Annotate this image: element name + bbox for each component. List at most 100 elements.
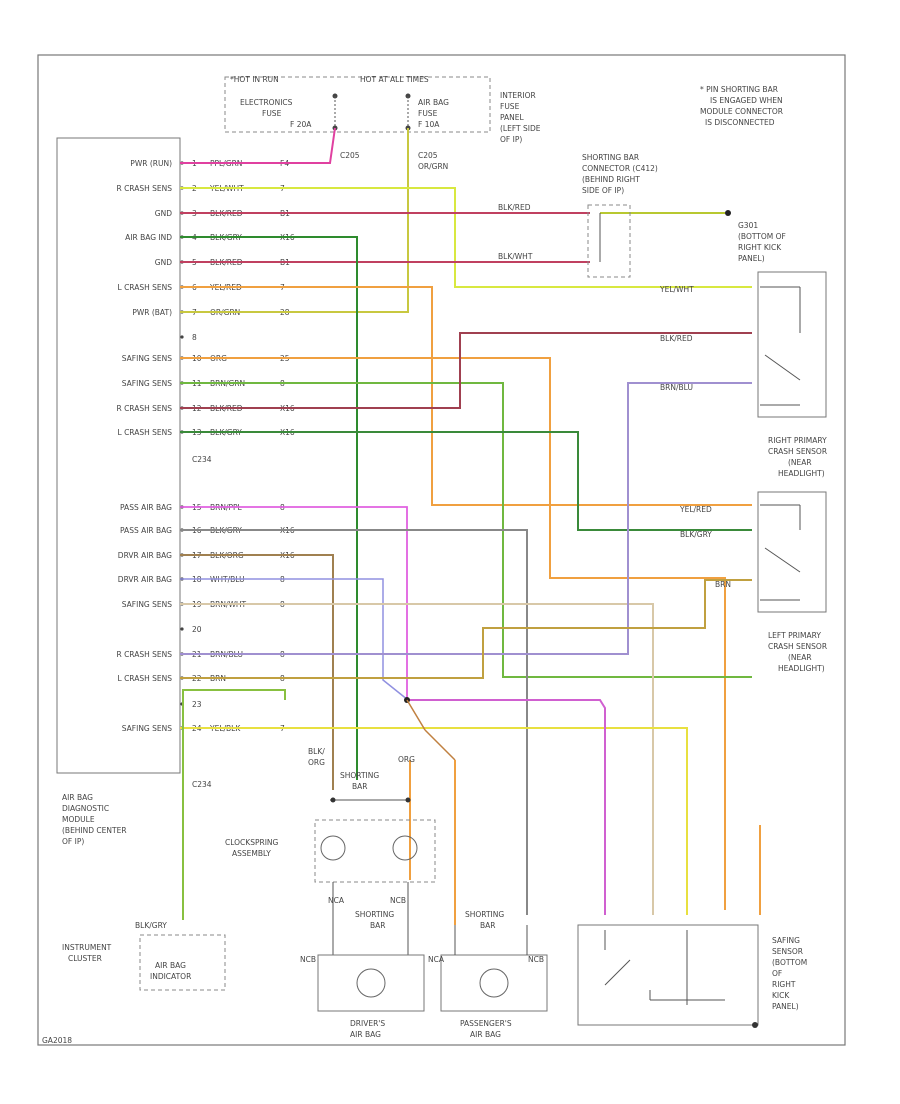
pin-label: R CRASH SENS xyxy=(116,404,172,413)
sensor-switch xyxy=(764,547,801,573)
pin-label: PASS AIR BAG xyxy=(120,526,172,535)
pin-label: GND xyxy=(155,209,172,218)
blk-wht-label: BLK/WHT xyxy=(498,252,533,261)
left-primary-crash-sensor-box xyxy=(757,491,827,613)
nca-1: NCA xyxy=(328,896,345,905)
c205-wire-label: OR/GRN xyxy=(418,162,448,171)
diagram-frame xyxy=(37,54,846,1046)
wire-drvr-air-bag-2 xyxy=(180,578,409,701)
pin-label: L CRASH SENS xyxy=(118,428,173,437)
wire-r-crash-sens-3 xyxy=(180,382,752,655)
pass-shorting-1: SHORTING xyxy=(465,910,504,919)
interior-fuse-panel-4: (LEFT SIDE xyxy=(500,124,541,133)
instrument-cluster-box xyxy=(139,934,226,991)
wire-label-r3: BRN/BLU xyxy=(660,383,693,392)
hot-at-all-times-label: HOT AT ALL TIMES xyxy=(360,75,429,84)
safing-7: PANEL) xyxy=(772,1002,799,1011)
note-line-3: MODULE CONNECTOR xyxy=(700,107,783,116)
ncb-1: NCB xyxy=(390,896,406,905)
footer-code: GA2018 xyxy=(42,1036,72,1045)
driver-air-bag-box xyxy=(317,954,425,1012)
blk-org-1: BLK/ xyxy=(308,747,325,756)
driver-air-bag-squib xyxy=(356,968,386,998)
drvr-shorting-1: SHORTING xyxy=(355,910,394,919)
wire-splice-branch xyxy=(424,729,456,761)
module-name-1: AIR BAG xyxy=(62,793,93,802)
air-bag-fuse-label-2: FUSE xyxy=(418,109,438,118)
pin-label: SAFING SENS xyxy=(122,600,172,609)
c234-label-b: C234 xyxy=(192,780,212,789)
passenger-bag-2: AIR BAG xyxy=(470,1030,501,1039)
wire-l-crash-sens-1 xyxy=(180,286,752,506)
air-bag-fuse-label-1: AIR BAG xyxy=(418,98,449,107)
pin-label: DRVR AIR BAG xyxy=(118,575,172,584)
hot-in-run-label: *HOT IN RUN xyxy=(230,75,279,84)
pin-label: GND xyxy=(155,258,172,267)
safing-1: SAFING xyxy=(772,936,800,945)
left-sensor-3: (NEAR xyxy=(788,653,812,662)
module-name-3: MODULE xyxy=(62,815,95,824)
safing-switch xyxy=(604,959,631,986)
pass-shorting-2: BAR xyxy=(480,921,496,930)
ncb-2: NCB xyxy=(300,955,316,964)
electronics-fuse-label-3: F 20A xyxy=(290,120,312,129)
shorting-bar-conn-2: CONNECTOR (C412) xyxy=(582,164,658,173)
wire-l-crash-sens-3 xyxy=(180,579,752,679)
driver-bag-2: AIR BAG xyxy=(350,1030,381,1039)
left-sensor-4: HEADLIGHT) xyxy=(778,664,825,673)
wire-splice-branch xyxy=(406,699,426,731)
pin-label: PWR (BAT) xyxy=(132,308,172,317)
pin-label: SAFING SENS xyxy=(122,379,172,388)
wire-safing-sens-3 xyxy=(180,603,654,915)
safing-6: KICK xyxy=(772,991,790,1000)
pin-label: SAFING SENS xyxy=(122,724,172,733)
left-sensor-2: CRASH SENSOR xyxy=(768,642,827,651)
ncb-3: NCB xyxy=(528,955,544,964)
clockspring-2: ASSEMBLY xyxy=(232,849,271,858)
clockspring-coil xyxy=(392,835,418,861)
pin-terminal xyxy=(180,627,184,631)
module-name-5: OF IP) xyxy=(62,837,84,846)
pin-label: L CRASH SENS xyxy=(118,283,173,292)
interior-fuse-panel-5: OF IP) xyxy=(500,135,522,144)
wire-r-crash-sens-1 xyxy=(180,187,752,288)
drvr-shorting-2: BAR xyxy=(370,921,386,930)
pin-number: 8 xyxy=(192,333,197,342)
right-sensor-3: (NEAR xyxy=(788,458,812,467)
wire-pass-air-bag-1 xyxy=(180,506,408,700)
note-line-4: IS DISCONNECTED xyxy=(705,118,775,127)
blk-red-label: BLK/RED xyxy=(498,203,531,212)
driver-bag-1: DRIVER'S xyxy=(350,1019,385,1028)
wire-label-r5: BLK/GRY xyxy=(680,530,712,539)
pin-label: R CRASH SENS xyxy=(116,650,172,659)
pin-label: R CRASH SENS xyxy=(116,184,172,193)
shorting-bar-top-1: SHORTING xyxy=(340,771,379,780)
ground-point xyxy=(752,1022,758,1028)
pin-label: AIR BAG IND xyxy=(125,233,172,242)
note-line-2: IS ENGAGED WHEN xyxy=(710,96,783,105)
sensor-switch xyxy=(764,354,801,381)
clockspring-box xyxy=(314,819,436,883)
blk-gry-label: BLK/GRY xyxy=(135,921,167,930)
c205-label: C205 xyxy=(340,151,360,160)
wire-instrument-cluster xyxy=(182,689,286,920)
c234-label-a: C234 xyxy=(192,455,212,464)
passenger-bag-1: PASSENGER'S xyxy=(460,1019,512,1028)
wire-drvr-air-bag-1 xyxy=(180,554,334,790)
wire-air-bag-ind xyxy=(180,236,358,780)
air-bag-ind-1: AIR BAG xyxy=(155,961,186,970)
safing-sensor-box xyxy=(577,924,759,1026)
passenger-air-bag-box xyxy=(440,954,548,1012)
module-name-2: DIAGNOSTIC xyxy=(62,804,109,813)
air-bag-fuse-label-3: F 10A xyxy=(418,120,440,129)
shorting-bar-conn-3: (BEHIND RIGHT xyxy=(582,175,640,184)
safing-5: RIGHT xyxy=(772,980,796,989)
pin-label: SAFING SENS xyxy=(122,354,172,363)
wire-splice-pass xyxy=(407,699,606,915)
blk-org-2: ORG xyxy=(308,758,325,767)
pin-terminal xyxy=(180,335,184,339)
wire-pass-air-bag-2 xyxy=(180,529,528,915)
g301-3: RIGHT KICK xyxy=(738,243,782,252)
